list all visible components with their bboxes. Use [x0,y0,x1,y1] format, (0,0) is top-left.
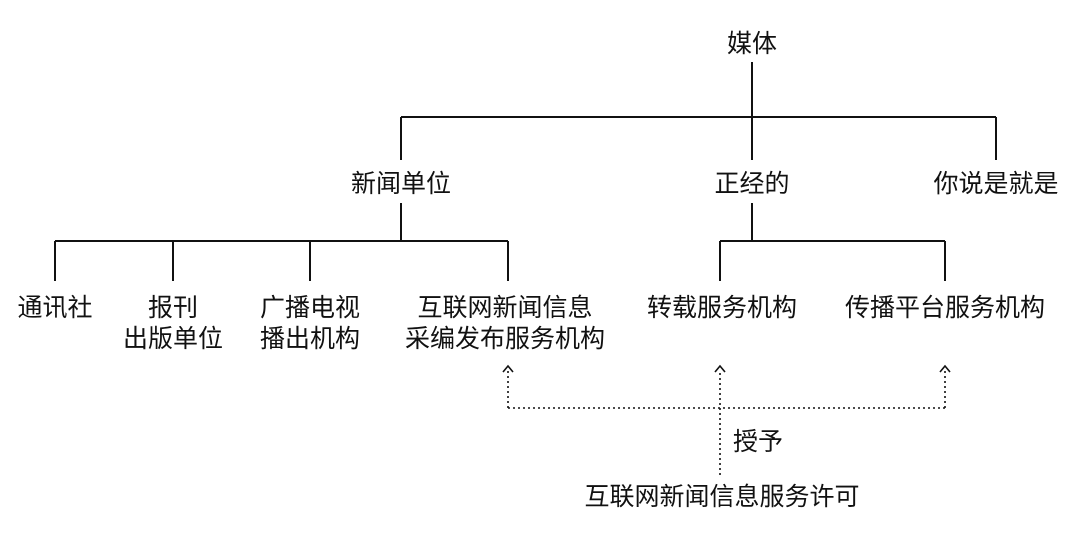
node-internet-news-line1: 互联网新闻信息 [417,293,593,322]
node-repost: 转载服务机构 [647,292,797,323]
node-broadcast-line1: 广播电视 [259,293,361,322]
node-news-units-label: 新闻单位 [350,169,452,198]
node-broadcast-line2: 播出机构 [259,324,361,353]
node-root: 媒体 [727,28,777,59]
arrow-head-repost [714,364,726,373]
node-press: 报刊 出版单位 [123,292,223,354]
node-news-agency-label: 通讯社 [17,293,93,322]
node-whatever-label: 你说是就是 [933,169,1059,198]
license-label-text: 互联网新闻信息服务许可 [584,482,860,511]
grant-label: 授予 [733,426,783,457]
arrow-head-internet [502,364,514,373]
grant-label-text: 授予 [732,427,784,456]
node-broadcast: 广播电视 播出机构 [260,292,360,354]
node-internet-news: 互联网新闻信息 采编发布服务机构 [405,292,605,354]
node-legit-label: 正经的 [714,169,790,198]
node-root-label: 媒体 [726,29,778,58]
node-whatever: 你说是就是 [933,168,1058,199]
license-label: 互联网新闻信息服务许可 [584,481,859,512]
node-internet-news-line2: 采编发布服务机构 [404,324,606,353]
node-news-units: 新闻单位 [351,168,451,199]
node-platform-label: 传播平台服务机构 [844,293,1046,322]
arrow-head-platform [939,364,951,373]
node-press-line1: 报刊 [147,293,199,322]
node-platform: 传播平台服务机构 [845,292,1045,323]
node-news-agency: 通讯社 [17,292,92,323]
node-legit: 正经的 [714,168,789,199]
node-repost-label: 转载服务机构 [646,293,798,322]
node-press-line2: 出版单位 [122,324,224,353]
